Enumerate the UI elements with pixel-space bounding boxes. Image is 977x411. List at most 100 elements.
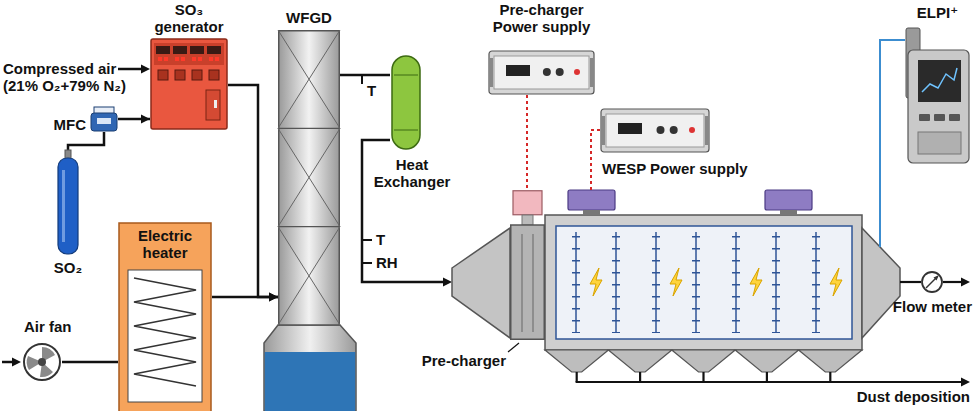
- sensor-tick: [362, 75, 372, 263]
- lightning-symbol: [670, 268, 682, 296]
- outlet-duct: [900, 281, 921, 283]
- wfgd-tower-shape: [278, 30, 340, 325]
- hopper: [608, 350, 671, 372]
- hopper: [545, 350, 608, 372]
- hopper: [545, 350, 862, 372]
- wfgd-tower: WFGD: [278, 30, 340, 325]
- analyzer-screen: [918, 60, 961, 102]
- packing-cross: [278, 30, 340, 128]
- indicator-light: [192, 57, 196, 61]
- packing-cross: [278, 227, 340, 325]
- control-knob: [556, 68, 564, 76]
- wesp-inlet-cone: [452, 228, 510, 338]
- flow-connector: [228, 85, 278, 302]
- lightning-symbol: [590, 268, 602, 296]
- node-label: WFGD: [270, 9, 348, 26]
- collector-plate: [775, 232, 777, 333]
- sensor-label: T: [376, 231, 396, 248]
- annotation-text: Compressed air (21% O₂+79% N₂): [3, 60, 143, 94]
- dust-drop: [702, 372, 704, 382]
- cabinet-door: [206, 90, 220, 120]
- analyzer-case: [908, 50, 969, 163]
- wesp-body: [545, 215, 862, 350]
- node-label: Air fan: [24, 318, 96, 335]
- power-supply-shape: [488, 50, 595, 95]
- collector-plate: [735, 232, 737, 333]
- meter-display: [618, 123, 642, 134]
- flow-meter: Flow meter: [921, 271, 943, 293]
- gas-cylinder: SO₂: [56, 150, 80, 255]
- control-knob: [670, 126, 678, 134]
- indicator-light: [689, 127, 695, 133]
- heat-exchanger: Heat Exchanger: [390, 55, 422, 150]
- gas-cylinder: [58, 158, 78, 254]
- hopper: [735, 350, 798, 372]
- flow-connector: [212, 296, 278, 299]
- control-button: [175, 70, 185, 80]
- front-panel: [606, 114, 704, 147]
- indicator-light: [209, 57, 213, 61]
- meter-needle: [934, 275, 940, 281]
- power-supply-shape: [600, 108, 710, 153]
- power-supply: Pre-charger Power supply: [488, 50, 595, 95]
- pre-charger-shape: [510, 190, 545, 340]
- air-inlet-arrow: [118, 65, 150, 74]
- mass-flow-controller-shape: [90, 106, 118, 132]
- flow-connector: [526, 95, 528, 190]
- node-label: SO₃ generator: [140, 1, 238, 35]
- air-fan: Air fan: [22, 342, 62, 382]
- wesp-body: [545, 215, 862, 350]
- flow-connector: [68, 132, 104, 150]
- control-button: [192, 70, 202, 80]
- fan-housing: [24, 344, 60, 380]
- cylinder-highlight: [62, 170, 65, 242]
- node-label: Heat Exchanger: [368, 156, 456, 190]
- node-label: Pre-charger: [412, 352, 506, 369]
- node-label: ELPI⁺: [898, 4, 977, 21]
- insulator-housing: [765, 190, 812, 210]
- node-label: Pre-charger Power supply: [481, 1, 602, 35]
- display-window: [190, 46, 204, 54]
- hopper: [799, 350, 862, 372]
- flow-connector: [118, 115, 150, 124]
- wesp-inlet-cone: [452, 228, 510, 338]
- hopper: [672, 350, 735, 372]
- display-window: [207, 46, 221, 54]
- flow-connector: [62, 361, 118, 364]
- collector-plate: [655, 232, 657, 333]
- generator-cabinet: [151, 39, 227, 129]
- control-button: [158, 70, 168, 80]
- lightning-symbol: [830, 268, 842, 296]
- control-button: [209, 70, 219, 80]
- flow-connector: [340, 75, 390, 76]
- collector-plate: [695, 232, 697, 333]
- tower-column: [279, 31, 340, 325]
- analyzer-button: [949, 114, 960, 121]
- fan-blade: [27, 347, 55, 377]
- packing-cross: [278, 227, 340, 325]
- flow-connector: [340, 74, 390, 77]
- dust-drop: [766, 372, 768, 382]
- door-handle: [214, 100, 217, 108]
- air-inlet-arrow: [118, 68, 143, 71]
- electric-heater: Electric heater: [118, 222, 212, 411]
- collector-plate: [815, 232, 817, 333]
- tower-section: [278, 226, 340, 227]
- heater-chamber: [128, 270, 202, 402]
- fan-inlet-arrow: [2, 358, 21, 367]
- front-panel: [494, 56, 589, 89]
- pre-charger-insulator: [513, 191, 542, 215]
- pre-charger-section: [511, 225, 545, 339]
- packing-cross: [278, 128, 340, 226]
- arrow-head: [141, 65, 150, 74]
- case-handle: [705, 116, 709, 145]
- indicator-light: [158, 57, 162, 61]
- analyzer-panel: [918, 132, 961, 154]
- collector-plate: [615, 232, 617, 333]
- arrow-head: [12, 358, 21, 367]
- case-handle: [590, 58, 594, 87]
- display-panel: [154, 43, 224, 65]
- display-window: [173, 46, 187, 54]
- lightning-symbol: [750, 268, 762, 296]
